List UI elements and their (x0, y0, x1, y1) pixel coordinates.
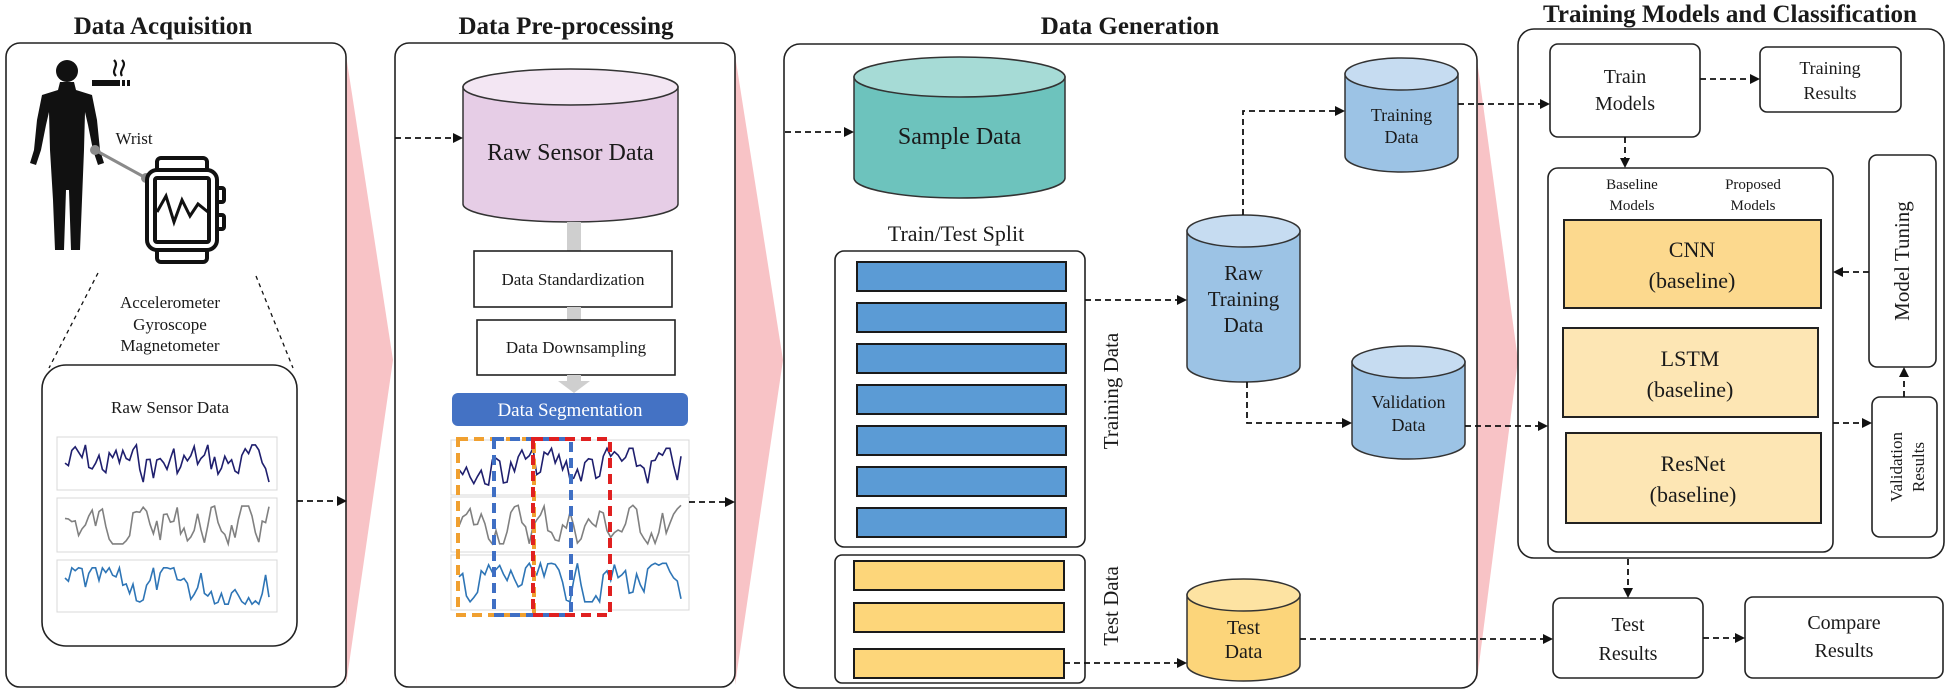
data-segmentation-box (452, 393, 688, 426)
stage-transition-3 (1477, 60, 1518, 680)
train-models-box (1549, 43, 1701, 138)
proposed-models-line1: Proposed (1725, 177, 1781, 193)
data-downsampling-box (476, 319, 676, 376)
raw-sensor-data-cylinder: Raw Sensor Data (462, 68, 679, 223)
flow-connector (567, 307, 581, 320)
flow-connector (567, 222, 581, 251)
validation-results-line1: Validation (1887, 432, 1906, 502)
model-tag-resnet: (baseline) (1650, 482, 1737, 507)
test-split-bar (853, 560, 1065, 591)
data-segmentation-label: Data Segmentation (497, 400, 643, 421)
raw-sensor-plot-signal (64, 564, 270, 606)
raw-sensor-data-label: Raw Sensor Data (111, 398, 229, 417)
training-split-bar (856, 466, 1067, 497)
training-data-cylinder-label-2: Data (1385, 127, 1419, 147)
raw-training-data-cylinder-label-1: Raw (1224, 261, 1263, 285)
model-name-resnet: ResNet (1661, 451, 1726, 476)
model-name-cnn: CNN (1669, 237, 1716, 262)
title-data-generation: Data Generation (1041, 13, 1220, 40)
model-tag-lstm: (baseline) (1647, 377, 1734, 402)
train-models-label-line2: Models (1595, 93, 1655, 115)
raw-sensor-plot-signal (64, 442, 270, 483)
sensor-accelerometer: Accelerometer (120, 293, 220, 312)
train-models-label-line1: Train (1604, 66, 1647, 88)
compare-results-line2: Results (1815, 640, 1874, 662)
model-box-lstm (1562, 327, 1819, 418)
cigarette-smoke-icon (92, 59, 130, 86)
compare-results-box (1744, 596, 1944, 679)
baseline-models-line2: Models (1610, 198, 1655, 214)
zoom-line-left (48, 272, 99, 369)
model-box-resnet (1565, 432, 1822, 524)
raw-sensor-plot-frame (56, 559, 278, 613)
title-data-acquisition: Data Acquisition (74, 13, 253, 40)
raw-to-validation-data-arrow (1246, 382, 1352, 428)
raw-to-training-data-arrow (1242, 106, 1345, 215)
title-data-preprocessing: Data Pre-processing (458, 13, 674, 40)
training-data-axis-label: Training Data (1099, 332, 1123, 449)
test-results-line1: Test (1611, 614, 1644, 636)
zoom-line-right (255, 275, 294, 369)
sensor-gyroscope: Gyroscope (133, 315, 207, 334)
test-results-box (1552, 597, 1704, 679)
smartwatch-icon (145, 156, 226, 264)
test-split-bar (853, 648, 1065, 679)
test-data-cylinder-label-1: Test (1227, 617, 1260, 639)
raw-training-data-cylinder-label-3: Data (1224, 313, 1264, 337)
compare-results-line1: Compare (1807, 612, 1880, 634)
training-data-cylinder-label-1: Training (1371, 105, 1432, 125)
raw-sensor-data-cylinder-label-1: Raw Sensor Data (487, 140, 654, 166)
training-split-bar (856, 384, 1067, 415)
sample-data-cylinder: Sample Data (853, 56, 1066, 199)
proposed-models-line2: Models (1731, 198, 1776, 214)
training-results-box (1759, 46, 1902, 113)
stage-transition-2 (735, 55, 783, 685)
down-arrow-icon (558, 375, 590, 393)
training-split-bar (856, 507, 1067, 538)
training-split-bar (856, 425, 1067, 456)
test-results-line2: Results (1599, 643, 1658, 665)
training-results-line2: Results (1803, 83, 1856, 103)
wrist-label: Wrist (115, 129, 152, 148)
raw-training-data-cylinder-label-2: Training (1208, 287, 1280, 311)
raw-sensor-plot-frame (56, 497, 278, 553)
raw-sensor-plots (56, 436, 278, 613)
test-split-bar (853, 602, 1065, 633)
training-split-bar (856, 343, 1067, 374)
baseline-models-line1: Baseline (1606, 177, 1658, 193)
validation-data-cylinder-label-1: Validation (1372, 392, 1446, 412)
training-split-bar (856, 302, 1067, 333)
sample-data-cylinder-label-1: Sample Data (898, 124, 1022, 150)
raw-sensor-plot-signal (64, 504, 270, 547)
sensor-magnetometer: Magnetometer (120, 336, 219, 355)
model-name-lstm: LSTM (1661, 346, 1720, 371)
train-test-split-label: Train/Test Split (888, 221, 1024, 246)
test-data-cylinder-label-2: Data (1225, 641, 1263, 663)
data-downsampling-label: Data Downsampling (506, 338, 647, 357)
raw-sensor-plot-frame (56, 436, 278, 491)
validation-results-line2: Results (1909, 442, 1928, 492)
title-training: Training Models and Classification (1543, 1, 1917, 28)
model-box-cnn (1563, 219, 1822, 309)
test-data-axis-label: Test Data (1099, 566, 1123, 646)
segment-window-red (531, 437, 612, 617)
data-standardization-label: Data Standardization (501, 270, 645, 289)
training-split-bar (856, 261, 1067, 292)
training-results-line1: Training (1799, 58, 1860, 78)
person-icon (30, 60, 104, 250)
model-tuning-label: Model Tuning (1890, 201, 1914, 321)
stage-transition-1 (346, 55, 393, 685)
data-standardization-box (473, 250, 673, 308)
model-tag-cnn: (baseline) (1649, 268, 1736, 293)
validation-data-cylinder-label-2: Data (1392, 415, 1426, 435)
